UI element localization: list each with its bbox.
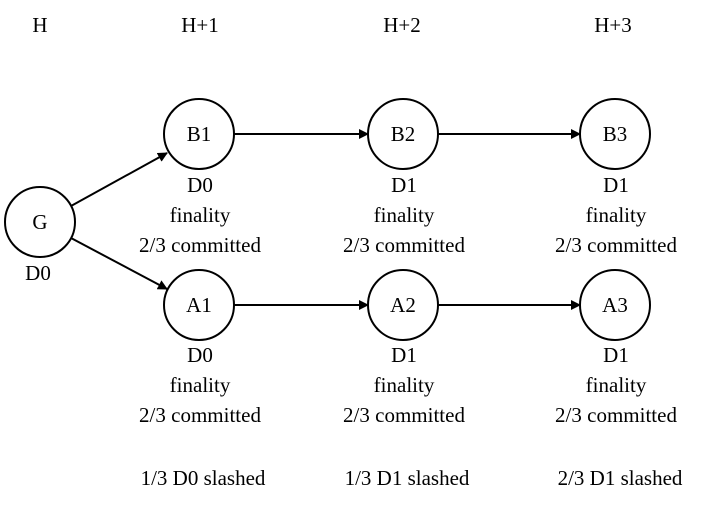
node-b1-committed: 2/3 committed bbox=[139, 233, 261, 257]
node-a1-deposit: D0 bbox=[187, 343, 213, 367]
node-a2: A2 bbox=[367, 269, 439, 341]
slashing-note-a1: 1/3 D0 slashed bbox=[141, 466, 266, 490]
node-b3-status: finality bbox=[586, 203, 647, 227]
column-header-h2: H+2 bbox=[383, 13, 421, 37]
node-b1: B1 bbox=[163, 98, 235, 170]
node-a2-committed: 2/3 committed bbox=[343, 403, 465, 427]
node-b2-status: finality bbox=[374, 203, 435, 227]
node-a2-status: finality bbox=[374, 373, 435, 397]
node-a1: A1 bbox=[163, 269, 235, 341]
node-a3-label: A3 bbox=[602, 293, 628, 317]
node-a3-deposit: D1 bbox=[603, 343, 629, 367]
node-a3-status: finality bbox=[586, 373, 647, 397]
column-header-h: H bbox=[32, 13, 47, 37]
node-a1-committed: 2/3 committed bbox=[139, 403, 261, 427]
node-g: G bbox=[4, 186, 76, 258]
column-header-h1: H+1 bbox=[181, 13, 219, 37]
node-a3-committed: 2/3 committed bbox=[555, 403, 677, 427]
slashing-note-a3: 2/3 D1 slashed bbox=[558, 466, 683, 490]
node-b1-label: B1 bbox=[187, 122, 212, 146]
edge-g-b1 bbox=[70, 152, 168, 207]
node-b1-status: finality bbox=[170, 203, 231, 227]
node-a3: A3 bbox=[579, 269, 651, 341]
node-a1-label: A1 bbox=[186, 293, 212, 317]
node-b2-label: B2 bbox=[391, 122, 416, 146]
node-g-deposit: D0 bbox=[25, 261, 51, 285]
node-b1-deposit: D0 bbox=[187, 173, 213, 197]
node-a1-status: finality bbox=[170, 373, 231, 397]
node-b2-committed: 2/3 committed bbox=[343, 233, 465, 257]
column-header-h3: H+3 bbox=[594, 13, 632, 37]
node-b2: B2 bbox=[367, 98, 439, 170]
node-b3: B3 bbox=[579, 98, 651, 170]
node-a2-deposit: D1 bbox=[391, 343, 417, 367]
slashing-note-a2: 1/3 D1 slashed bbox=[345, 466, 470, 490]
node-a2-label: A2 bbox=[390, 293, 416, 317]
node-b3-deposit: D1 bbox=[603, 173, 629, 197]
edge-g-a1 bbox=[70, 237, 168, 290]
node-g-label: G bbox=[32, 210, 47, 234]
node-b3-label: B3 bbox=[603, 122, 628, 146]
node-b3-committed: 2/3 committed bbox=[555, 233, 677, 257]
node-b2-deposit: D1 bbox=[391, 173, 417, 197]
